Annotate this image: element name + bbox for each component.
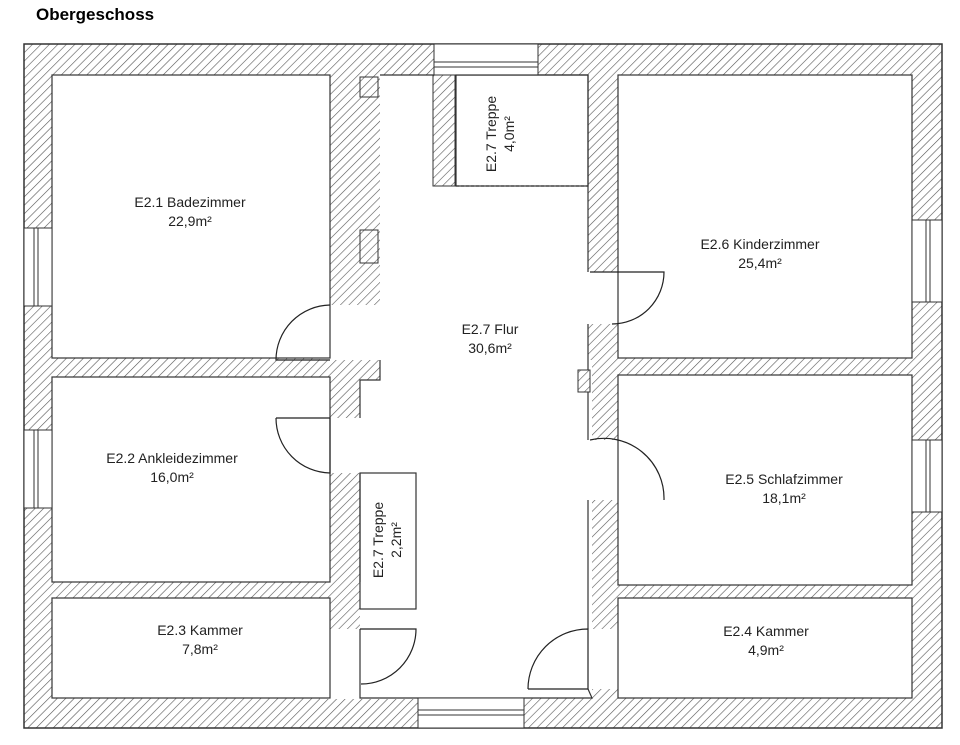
column-right — [577, 369, 591, 393]
window-right-2 — [911, 439, 943, 513]
chimney-mid — [359, 229, 379, 264]
window-right-1 — [911, 219, 943, 303]
room-e27-name: E2.7 Flur — [462, 321, 519, 337]
stair-upper-area: 4,0m² — [501, 116, 517, 152]
stair-lower — [359, 472, 417, 610]
chimney-top — [359, 76, 379, 98]
stair-labels: E2.7 Treppe 4,0m² E2.7 Treppe 2,2m² — [370, 96, 517, 578]
window-left-2 — [23, 429, 53, 509]
room-e23-name: E2.3 Kammer — [157, 622, 243, 638]
room-e21-name: E2.1 Badezimmer — [134, 194, 246, 210]
door-e23 — [360, 628, 417, 685]
stair-lower-area: 2,2m² — [388, 522, 404, 558]
stairs — [359, 74, 589, 610]
room-e26-name: E2.6 Kinderzimmer — [700, 236, 819, 252]
windows — [23, 43, 943, 729]
window-bottom — [417, 697, 525, 729]
door-e25 — [589, 437, 665, 501]
window-top — [433, 43, 539, 76]
walls — [24, 44, 942, 728]
room-e24-area: 4,9m² — [748, 642, 784, 658]
room-e22-area: 16,0m² — [150, 469, 194, 485]
room-e25-name: E2.5 Schlafzimmer — [725, 471, 843, 487]
room-e22-name: E2.2 Ankleidezimmer — [106, 450, 238, 466]
room-labels: E2.1 Badezimmer 22,9m² E2.2 Ankleidezimm… — [106, 194, 843, 658]
chimney-blocks — [359, 74, 591, 393]
window-left-1 — [23, 227, 53, 307]
room-e24-name: E2.4 Kammer — [723, 623, 809, 639]
door-e24 — [527, 628, 589, 690]
stair-wall-upper — [432, 74, 456, 187]
page-title: Obergeschoss — [36, 5, 155, 24]
room-e25-area: 18,1m² — [762, 490, 806, 506]
room-e23-area: 7,8m² — [182, 641, 218, 657]
door-swings — [275, 271, 665, 690]
door-e26 — [590, 271, 665, 325]
door-e22 — [275, 417, 331, 474]
stair-lower-name: E2.7 Treppe — [370, 502, 386, 578]
stair-upper-name: E2.7 Treppe — [483, 96, 499, 172]
door-e21 — [275, 304, 331, 361]
room-e27-area: 30,6m² — [468, 340, 512, 356]
room-e21-area: 22,9m² — [168, 213, 212, 229]
room-e26-area: 25,4m² — [738, 255, 782, 271]
